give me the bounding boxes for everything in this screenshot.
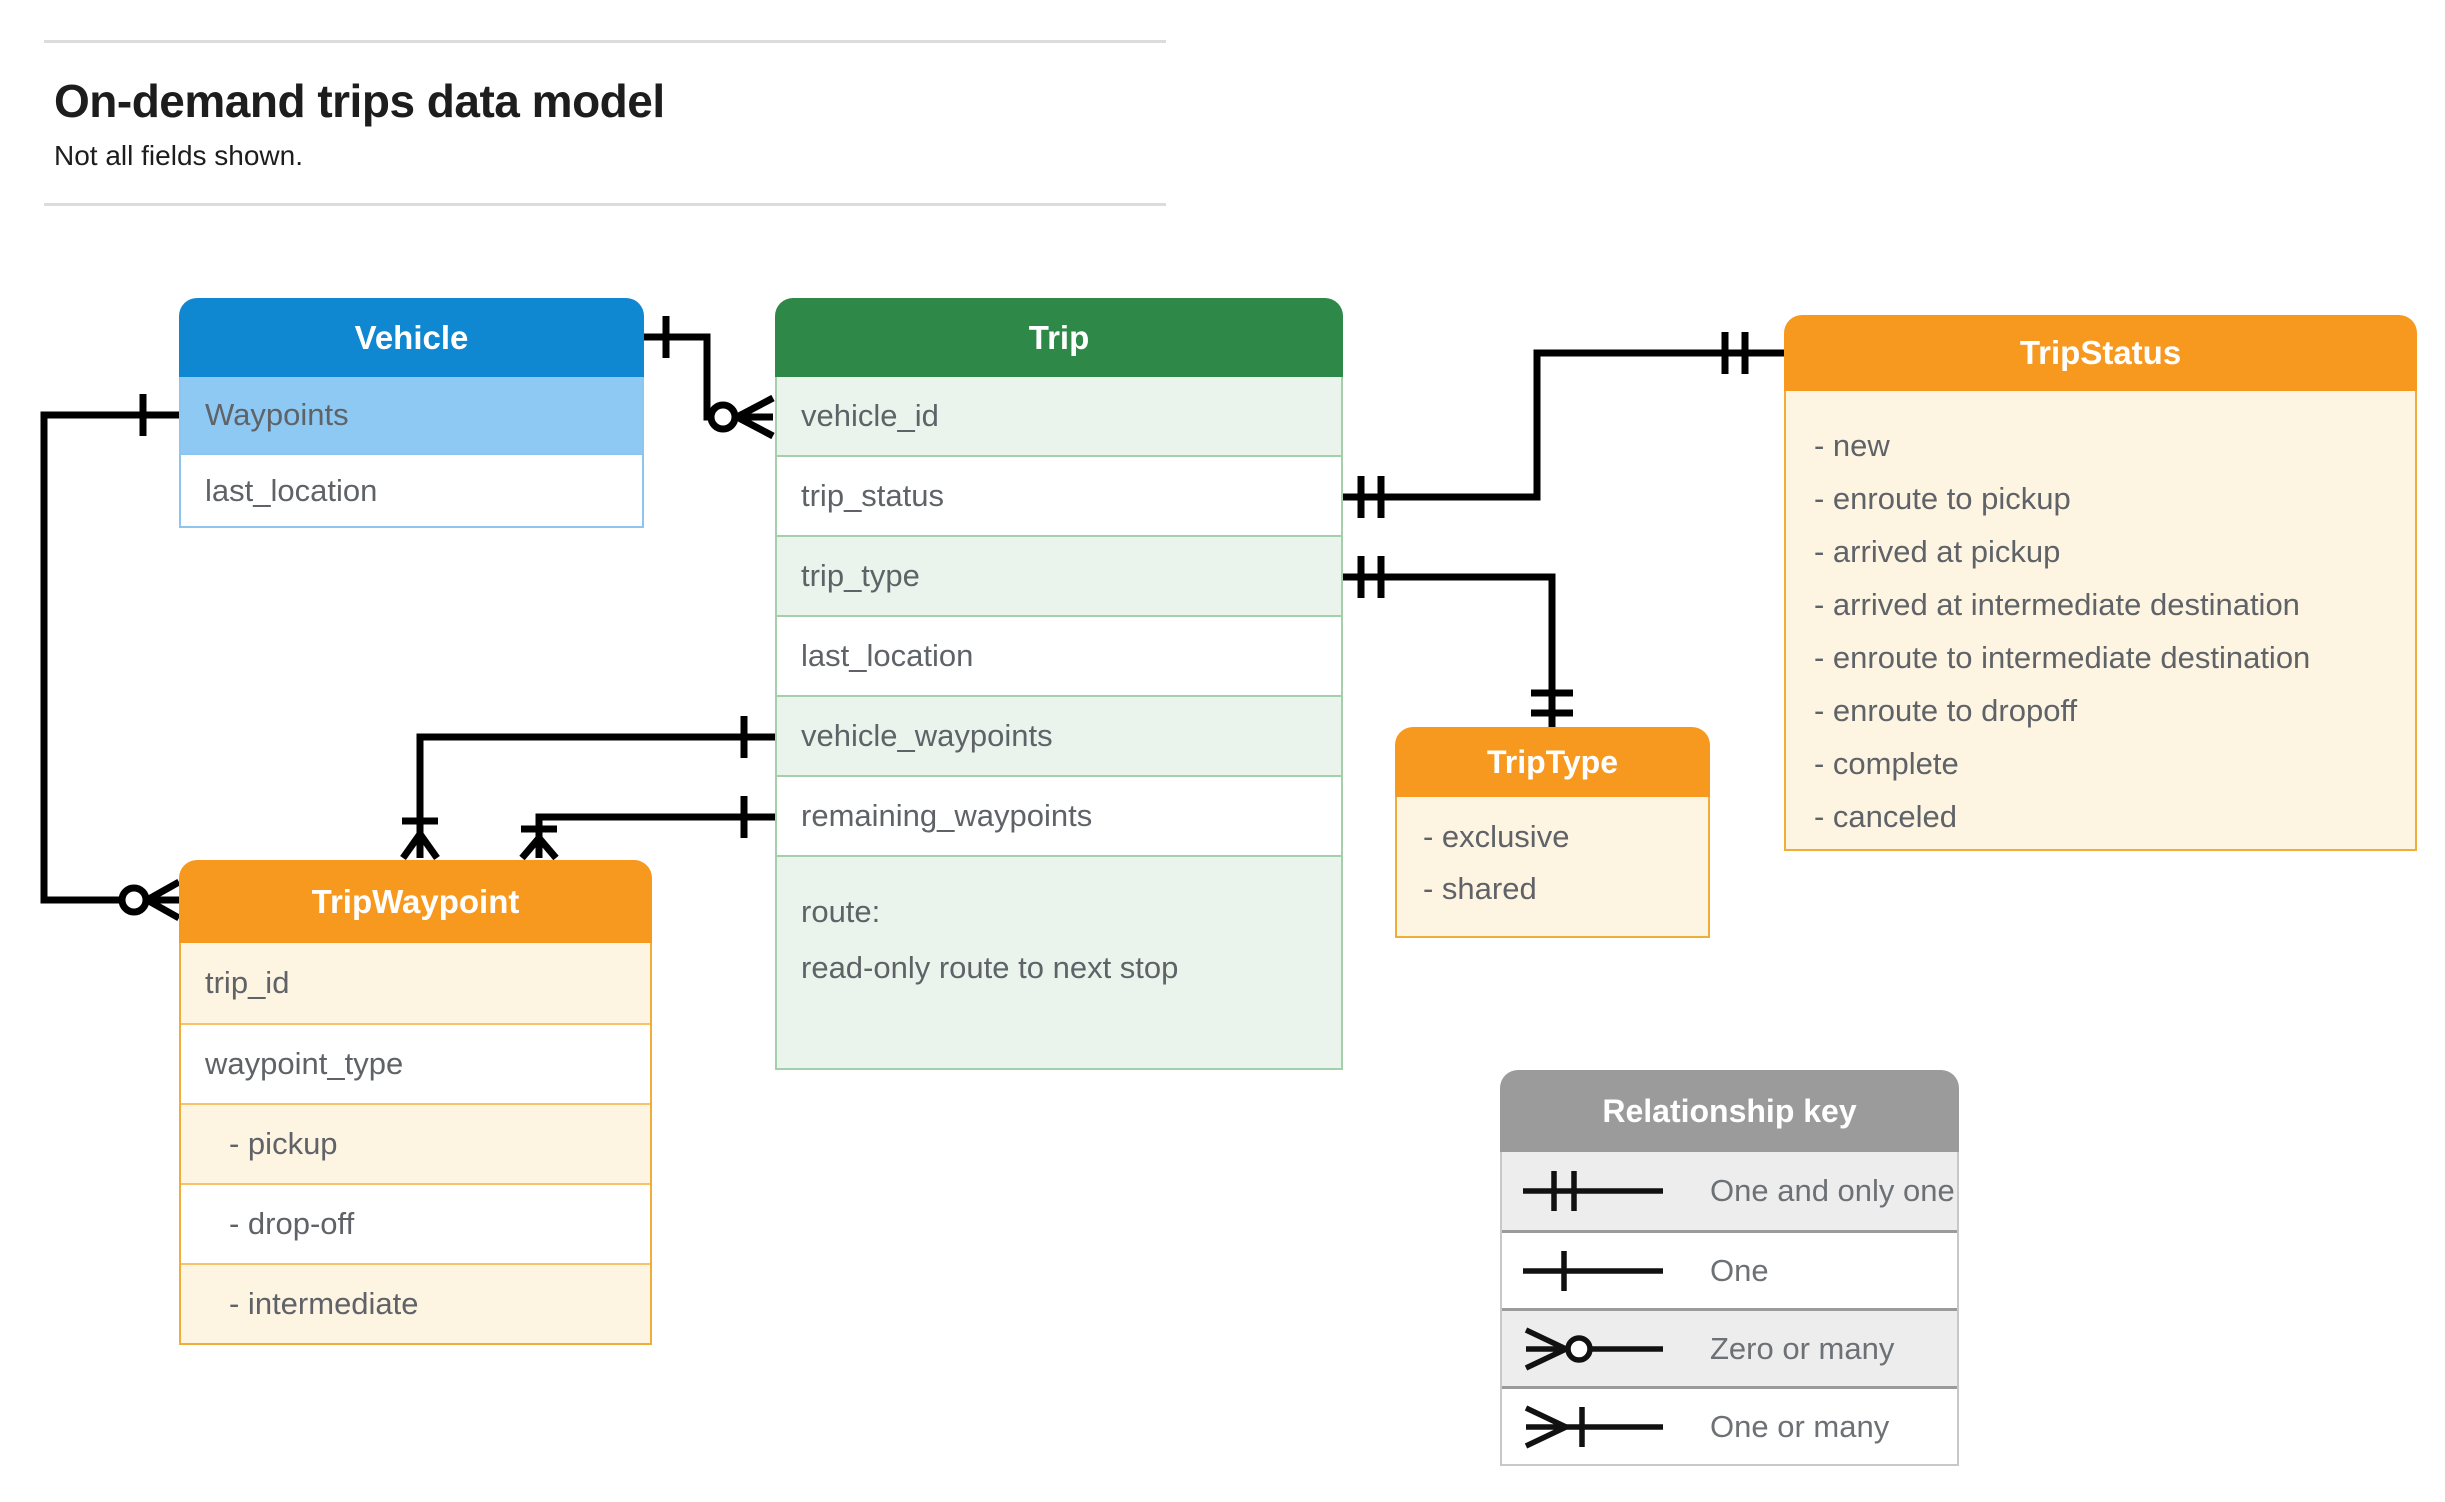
connector-remaining-waypoints-field	[519, 796, 775, 861]
one-or-many-icon	[1524, 1405, 1663, 1448]
connector-line	[644, 333, 711, 421]
legend-label: One and only one	[1710, 1173, 1955, 1208]
field-trip-id: trip_id	[181, 943, 650, 1023]
divider-bottom	[44, 203, 1166, 206]
field-last-location: last_location	[181, 453, 642, 526]
legend-label: Zero or many	[1710, 1330, 1895, 1366]
connector-line	[1343, 349, 1784, 501]
one-and-only-one-ticks	[1357, 476, 1385, 518]
legend-label: One or many	[1710, 1408, 1890, 1444]
relationship-key: Relationship key One and only one One	[1500, 1070, 1959, 1466]
connector-line	[416, 733, 775, 834]
field-vehicle-id: vehicle_id	[777, 377, 1341, 455]
field-route: route: read-only route to next stop	[777, 855, 1341, 1068]
relationship-key-header: Relationship key	[1500, 1070, 1959, 1152]
crow-foot-icon	[400, 831, 440, 861]
field-waypoints: Waypoints	[181, 377, 642, 453]
field-route-label: route:	[801, 894, 881, 929]
entity-trip-type: TripType - exclusive - shared	[1395, 727, 1710, 938]
one-and-only-one-ticks	[1721, 332, 1749, 374]
legend-row-one: One	[1502, 1230, 1957, 1308]
entity-vehicle-header: Vehicle	[179, 298, 644, 377]
entity-trip-type-body: - exclusive - shared	[1395, 797, 1710, 938]
entity-vehicle: Vehicle Waypoints last_location	[179, 298, 644, 528]
enum-value: - canceled	[1814, 799, 1958, 834]
entity-trip-waypoint-body: trip_id waypoint_type - pickup - drop-of…	[179, 943, 652, 1345]
connector-line	[535, 813, 775, 838]
entity-trip-waypoint-header: TripWaypoint	[179, 860, 652, 943]
entity-trip-header: Trip	[775, 298, 1343, 377]
enum-value: - arrived at pickup	[1814, 534, 2061, 569]
connector-trip-status	[1343, 332, 1784, 518]
one-icon	[1523, 1250, 1663, 1291]
connector-trip-type	[1343, 556, 1573, 727]
enum-value: - new	[1814, 428, 1890, 463]
enum-value: - enroute to intermediate destination	[1814, 640, 2311, 675]
legend-label: One	[1710, 1252, 1769, 1288]
enum-value: - intermediate	[181, 1263, 650, 1343]
divider-top	[44, 40, 1166, 43]
one-and-only-one-ticks	[1531, 689, 1573, 717]
field-trip-type: trip_type	[777, 535, 1341, 615]
connector-line	[40, 411, 179, 904]
crow-foot-icon	[735, 394, 775, 440]
enum-value: - pickup	[181, 1103, 650, 1183]
entity-trip: Trip vehicle_id trip_status trip_type la…	[775, 298, 1343, 1070]
relationship-key-body: One and only one One Zero or many	[1500, 1152, 1959, 1466]
one-and-only-one-icon	[1523, 1171, 1663, 1211]
connector-vehicle-waypoints-to-tripwaypoint	[40, 394, 181, 922]
entity-vehicle-body: Waypoints last_location	[179, 377, 644, 528]
connector-line	[1343, 573, 1556, 727]
enum-value: - drop-off	[181, 1183, 650, 1263]
enum-value: - complete	[1814, 746, 1959, 781]
enum-value: - shared	[1423, 871, 1537, 906]
field-route-note: read-only route to next stop	[801, 950, 1179, 985]
legend-row-one-or-many: One or many	[1502, 1386, 1957, 1464]
field-last-location: last_location	[777, 615, 1341, 695]
legend-row-zero-or-many: Zero or many	[1502, 1308, 1957, 1386]
legend-row-one-and-only-one: One and only one	[1502, 1152, 1957, 1230]
zero-circle	[118, 884, 150, 916]
one-and-only-one-ticks	[1357, 556, 1385, 598]
enum-value: - exclusive	[1423, 819, 1570, 854]
connector-vehicle-waypoints-field	[400, 716, 775, 861]
entity-trip-status-body: - new - enroute to pickup - arrived at p…	[1784, 391, 2417, 851]
zero-or-many-icon	[1524, 1327, 1663, 1370]
entity-trip-waypoint: TripWaypoint trip_id waypoint_type - pic…	[179, 860, 652, 1345]
entity-trip-status-header: TripStatus	[1784, 315, 2417, 391]
enum-value: - arrived at intermediate destination	[1814, 587, 2300, 622]
page-title: On-demand trips data model	[54, 75, 665, 127]
field-waypoint-type: waypoint_type	[181, 1023, 650, 1103]
enum-value: - enroute to dropoff	[1814, 693, 2078, 728]
field-trip-status: trip_status	[777, 455, 1341, 535]
entity-trip-type-header: TripType	[1395, 727, 1710, 797]
enum-value: - enroute to pickup	[1814, 481, 2071, 516]
connector-vehicle-to-trip	[644, 316, 775, 440]
crow-foot-icon	[519, 835, 559, 861]
field-vehicle-waypoints: vehicle_waypoints	[777, 695, 1341, 775]
entity-trip-body: vehicle_id trip_status trip_type last_lo…	[775, 377, 1343, 1070]
zero-circle	[707, 401, 739, 433]
crow-foot-icon	[145, 878, 181, 922]
entity-trip-status: TripStatus - new - enroute to pickup - a…	[1784, 315, 2417, 851]
page-subtitle: Not all fields shown.	[54, 140, 304, 171]
field-remaining-waypoints: remaining_waypoints	[777, 775, 1341, 855]
